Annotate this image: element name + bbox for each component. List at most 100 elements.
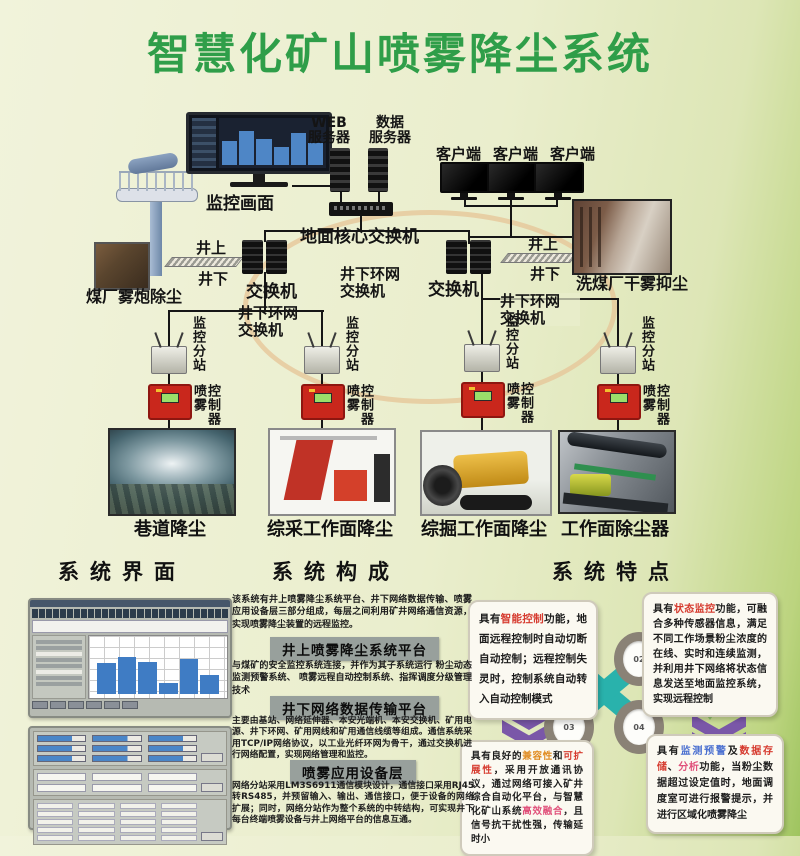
photo-excavation-face-dust-suppression <box>420 430 552 516</box>
monitoring-substation <box>304 346 340 374</box>
substation-label: 监控分站 <box>190 316 205 372</box>
controller-label: 喷雾 控制器 <box>640 384 707 426</box>
screenshot-control-app <box>28 598 232 718</box>
connector-line <box>481 370 483 384</box>
connector-line <box>510 205 512 238</box>
web-server <box>330 148 350 192</box>
ring-switch-label-line2: 交换机 <box>500 308 546 327</box>
switch-label: 交换机 <box>428 280 479 300</box>
substation-label: 监控分站 <box>639 316 654 372</box>
spray-controller <box>301 384 345 420</box>
client-workstation <box>534 162 584 200</box>
data-server <box>368 148 388 192</box>
web-server-label-line1: WEB <box>311 115 347 131</box>
connector-line <box>168 310 170 346</box>
platform-title-equipment: 喷雾应用设备层 <box>290 760 416 784</box>
connector-line <box>617 298 619 346</box>
application-label: 工作面除尘器 <box>561 519 669 540</box>
param-field-grid <box>37 773 197 792</box>
client-label: 客户端 <box>550 145 596 163</box>
monitoring-substation <box>151 346 187 374</box>
app-chart-area <box>88 635 228 699</box>
underground-label: 井下 <box>530 265 561 283</box>
ground-divider <box>164 257 244 267</box>
page-title: 智慧化矿山喷雾降尘系统 <box>147 30 653 80</box>
client-label: 客户端 <box>436 145 482 163</box>
spray-controller <box>461 382 505 418</box>
config-button <box>201 783 223 792</box>
config-section-params <box>33 769 227 796</box>
controller-label-col2: 控制器 <box>518 382 533 424</box>
switch-label: 交换机 <box>246 282 297 302</box>
connector-line <box>468 236 574 238</box>
app-button-row <box>32 701 228 709</box>
photo-tunnel-dust-suppression <box>108 428 236 516</box>
core-switch-label: 地面核心交换机 <box>300 227 419 247</box>
network-ellipse <box>243 210 617 404</box>
platform-title-surface: 井上喷雾降尘系统平台 <box>270 637 439 661</box>
status-bar-grid <box>37 735 197 762</box>
connector-line <box>360 216 362 232</box>
section-heading-composition: 系统构成 <box>272 560 400 584</box>
connector-line <box>378 192 380 202</box>
app-toolbar <box>32 609 228 618</box>
connector-line <box>168 372 170 384</box>
controller-label-col2: 控制器 <box>205 384 220 426</box>
connector-line <box>264 272 266 312</box>
connector-line <box>292 185 342 187</box>
surface-label: 井上 <box>196 239 227 257</box>
platform-text-network: 主要由基站、网络延伸器、本安光端机、本安交换机、矿用电源、井下环网、矿用网线和矿… <box>232 716 472 761</box>
app-titlebar <box>30 600 230 607</box>
connector-line <box>617 416 619 430</box>
app-status-strip <box>32 620 228 633</box>
connector-line <box>321 310 323 346</box>
section-heading-interface: 系统界面 <box>58 560 186 584</box>
ring-switch-label-line1: 井下环网 <box>500 292 561 310</box>
coal-wash-label: 洗煤厂干雾抑尘 <box>576 274 689 293</box>
application-label: 巷道降尘 <box>134 519 206 540</box>
platform-text-surface: 与煤矿的安全监控系统连接，并作为其子系统运行 粉尘动态监测预警系统、 喷雾远程自… <box>232 661 472 696</box>
connector-line <box>464 195 466 205</box>
connector-line <box>481 272 483 299</box>
composition-intro: 该系统有井上喷雾降尘系统平台、井下网络数据传输、喷雾应用设备层三部分组成，每层之… <box>232 595 472 630</box>
config-section-channels <box>33 799 227 845</box>
platform-text-equipment: 网络分站采用LM3S6911通信模块设计，通信接口采用RJ45转RS485，并预… <box>232 781 474 826</box>
monitor-stand <box>253 174 265 182</box>
ring-switch-label-line1: 井下环网 <box>238 304 299 322</box>
connector-line <box>264 230 470 232</box>
fog-cannon-railing <box>119 171 193 191</box>
controller-label: 喷雾 控制器 <box>504 382 571 424</box>
underground-label: 井下 <box>198 270 229 288</box>
controller-label-col1: 喷雾 <box>344 384 359 412</box>
config-button <box>201 832 223 841</box>
monitor-sidebar <box>192 118 216 168</box>
client-label: 客户端 <box>493 145 539 163</box>
switch-device <box>446 240 491 274</box>
surface-label: 井上 <box>528 235 559 253</box>
connector-line <box>168 310 324 312</box>
connector-line <box>168 416 170 430</box>
client-workstation <box>440 162 490 200</box>
app-chart-bars <box>97 640 220 694</box>
coal-wash-photo <box>572 199 672 275</box>
connector-line <box>321 416 323 430</box>
client-workstation <box>487 162 537 200</box>
feature-box-intelligent-control: 具有智能控制功能，地面远程控制时自动切断自动控制；远程控制失灵时，控制系统自动转… <box>468 600 598 720</box>
feature-box-status-monitoring: 具有状态监控功能，可融合多种传感器信息，满足不同工作场景粉尘浓度的在线、实时和连… <box>642 592 778 717</box>
platform-title-network: 井下网络数据传输平台 <box>270 696 439 720</box>
monitor-screen <box>186 112 332 174</box>
connector-line <box>264 230 266 242</box>
application-label: 综采工作面降尘 <box>267 519 393 540</box>
connector-line <box>510 195 512 205</box>
monitor-label: 监控画面 <box>206 194 274 214</box>
channel-field-grid <box>37 803 197 841</box>
fog-cannon-photo <box>94 242 150 290</box>
section-heading-features: 系统特点 <box>552 560 680 584</box>
controller-label-col1: 喷雾 <box>640 384 655 412</box>
controller-label: 喷雾 控制器 <box>344 384 411 426</box>
ground-divider <box>500 253 578 263</box>
fog-cannon-tower <box>150 202 162 276</box>
connector-line <box>340 185 342 202</box>
monitoring-substation <box>464 344 500 372</box>
poster: { "title": "智慧化矿山喷雾降尘系统", "colors": { "t… <box>0 0 800 836</box>
